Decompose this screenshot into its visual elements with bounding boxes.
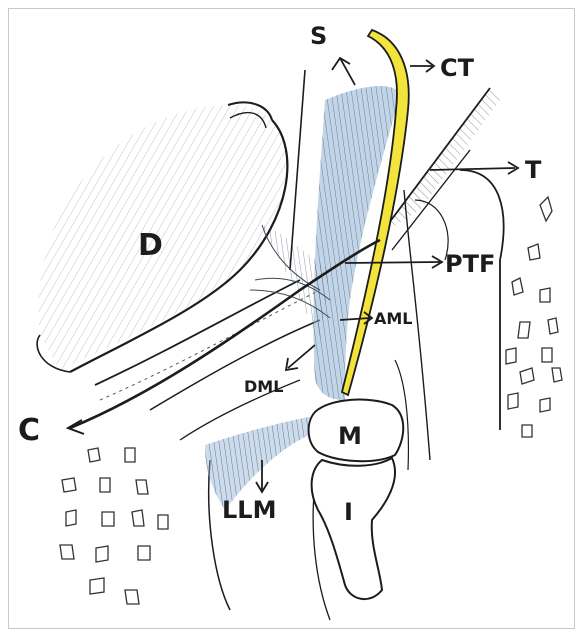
label-c: C <box>18 413 40 448</box>
cells-right <box>506 197 562 437</box>
bone-i <box>312 458 395 599</box>
label-s: S <box>310 22 327 50</box>
cells-left <box>60 448 168 604</box>
label-t: T <box>525 156 542 184</box>
label-m: M <box>338 422 362 450</box>
label-aml: AML <box>374 309 413 328</box>
label-i: I <box>344 498 353 526</box>
label-ptf: PTF <box>445 250 495 278</box>
label-d: D <box>138 228 163 263</box>
label-dml: DML <box>244 377 283 396</box>
label-ct: CT <box>440 54 475 82</box>
label-llm: LLM <box>222 496 276 524</box>
